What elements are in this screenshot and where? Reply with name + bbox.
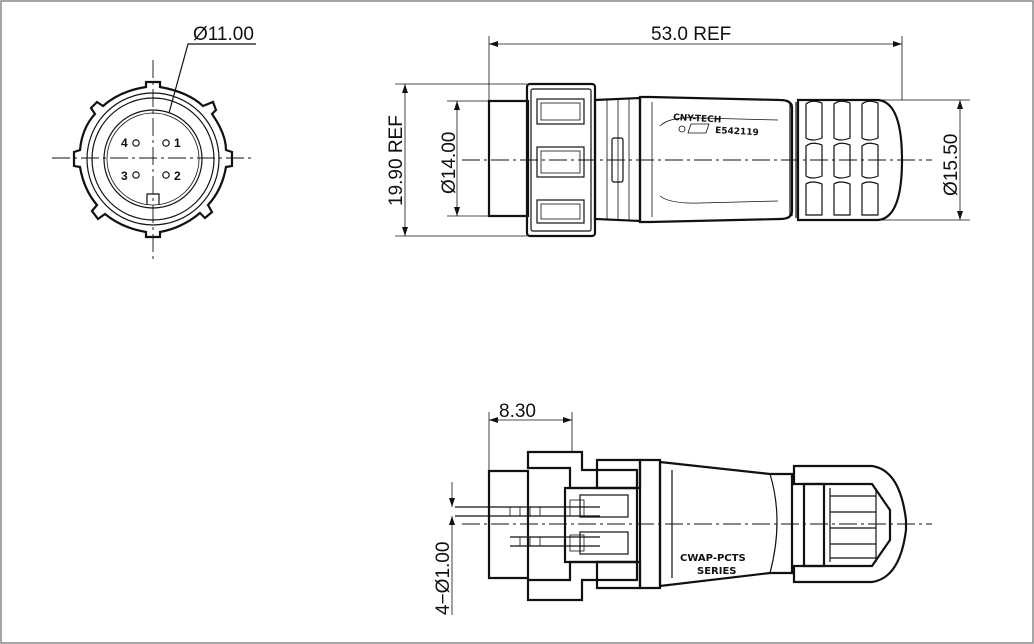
series-line1-marking: CWAP-PCTS [680, 553, 746, 564]
pin-label-2: 2 [174, 169, 181, 183]
section-length-label: 8.30 [499, 401, 536, 422]
cert-code-marking: E542119 [715, 126, 759, 138]
front-diameter-label: Ø11.00 [193, 24, 254, 45]
brand-marking: CNY-TECH [673, 113, 722, 126]
body-diameter-label: Ø14.00 [439, 132, 460, 194]
pin-label-4: 4 [121, 136, 128, 150]
pin-spec-label: 4−Ø1.00 [433, 542, 454, 615]
pin-label-3: 3 [121, 169, 128, 183]
pin-label-1: 1 [174, 136, 181, 150]
gland-diameter-label: Ø15.50 [941, 134, 962, 196]
height-ref-label: 19.90 REF [386, 115, 407, 206]
section-view: CWAP-PCTS SERIES 8.30 4−Ø1.00 [433, 401, 932, 615]
front-view: Ø11.00 4 1 3 2 [52, 24, 256, 262]
series-line2-marking: SERIES [697, 566, 737, 577]
side-view: CNY-TECH E542119 53.0 REF 19.90 REF [386, 24, 970, 238]
overall-length-label: 53.0 REF [651, 24, 731, 45]
